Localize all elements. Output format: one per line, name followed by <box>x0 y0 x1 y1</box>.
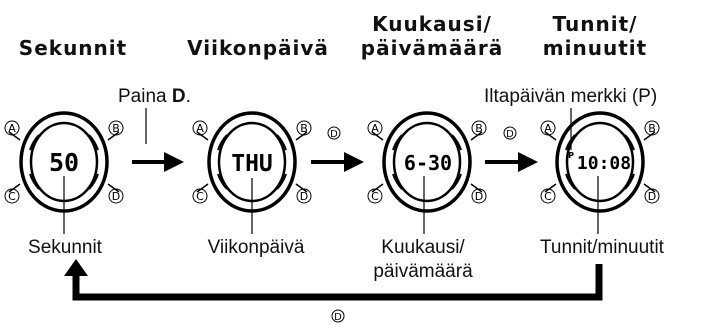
caption-seconds: Sekunnit <box>0 236 130 260</box>
return-loop-arrow <box>64 259 603 301</box>
button-b-icon: B <box>112 122 120 135</box>
button-a-icon: A <box>8 122 16 135</box>
heading-seconds-line: Sekunnit <box>18 36 128 60</box>
button-b-icon: B <box>648 122 656 135</box>
heading-month-day: Kuukausi/ päivämäärä <box>352 12 512 60</box>
button-d-icon: D <box>300 190 308 203</box>
button-b-icon: B <box>300 122 308 135</box>
caption-hours-minutes: Tunnit/minuutit <box>512 236 692 260</box>
button-letters-watch-2: A B C D <box>192 120 312 204</box>
button-c-icon: C <box>371 190 379 203</box>
heading-weekday: Viikonpäivä <box>168 36 348 60</box>
button-letters-watch-4: A B C D <box>540 120 660 204</box>
caption-seconds-line: Sekunnit <box>28 237 102 258</box>
button-a-icon: A <box>544 122 552 135</box>
heading-seconds: Sekunnit <box>2 36 144 60</box>
watch-display-month-day: 6-30 <box>404 151 452 175</box>
button-letters-watch-3: A B C D <box>367 120 487 204</box>
press-d-suffix: . <box>185 86 191 107</box>
button-letters-watch-1: A B C D <box>4 120 124 204</box>
caption-hours-minutes-line: Tunnit/minuutit <box>540 237 664 258</box>
pm-mark: P <box>568 151 574 160</box>
arrow-right-icon <box>485 152 538 172</box>
heading-hours-minutes: Tunnit/ minuutit <box>520 12 670 60</box>
press-d-key: D <box>171 86 186 107</box>
arrow-up-icon <box>64 259 88 276</box>
caption-weekday: Viikonpäivä <box>176 236 336 260</box>
arrow-button-d-icon: D <box>506 129 514 140</box>
heading-month-day-line-2: päivämäärä <box>360 36 504 60</box>
watch-display-seconds: 50 <box>49 148 79 177</box>
caption-month-day-line-1: Kuukausi/ <box>381 237 465 258</box>
button-a-icon: A <box>196 122 204 135</box>
heading-weekday-line: Viikonpäivä <box>187 36 329 60</box>
watch-display-weekday: THU <box>231 151 273 177</box>
button-c-icon: C <box>196 190 204 203</box>
watch-display-hours-minutes: 10:08 <box>577 153 631 174</box>
button-a-icon: A <box>371 122 379 135</box>
arrow-right-icon <box>311 152 364 172</box>
press-d-note: Paina D. <box>118 86 191 108</box>
caption-month-day-line-2: päivämäärä <box>373 261 473 282</box>
arrow-right-icon <box>132 152 184 172</box>
button-c-icon: C <box>8 190 16 203</box>
heading-hours-minutes-line-2: minuutit <box>542 36 648 60</box>
pm-indicator-note: Iltapäivän merkki (P) <box>484 86 658 107</box>
caption-month-day: Kuukausi/ päivämäärä <box>350 236 496 284</box>
heading-month-day-line-1: Kuukausi/ <box>372 12 492 36</box>
return-button-d-icon: D <box>334 312 342 323</box>
button-d-icon: D <box>648 190 656 203</box>
heading-hours-minutes-line-1: Tunnit/ <box>552 12 638 36</box>
button-c-icon: C <box>544 190 552 203</box>
press-d-prefix: Paina <box>118 86 172 107</box>
caption-weekday-line: Viikonpäivä <box>207 237 305 258</box>
arrow-button-d-icon: D <box>330 129 338 140</box>
button-d-icon: D <box>112 190 120 203</box>
button-b-icon: B <box>475 122 483 135</box>
button-d-icon: D <box>475 190 483 203</box>
